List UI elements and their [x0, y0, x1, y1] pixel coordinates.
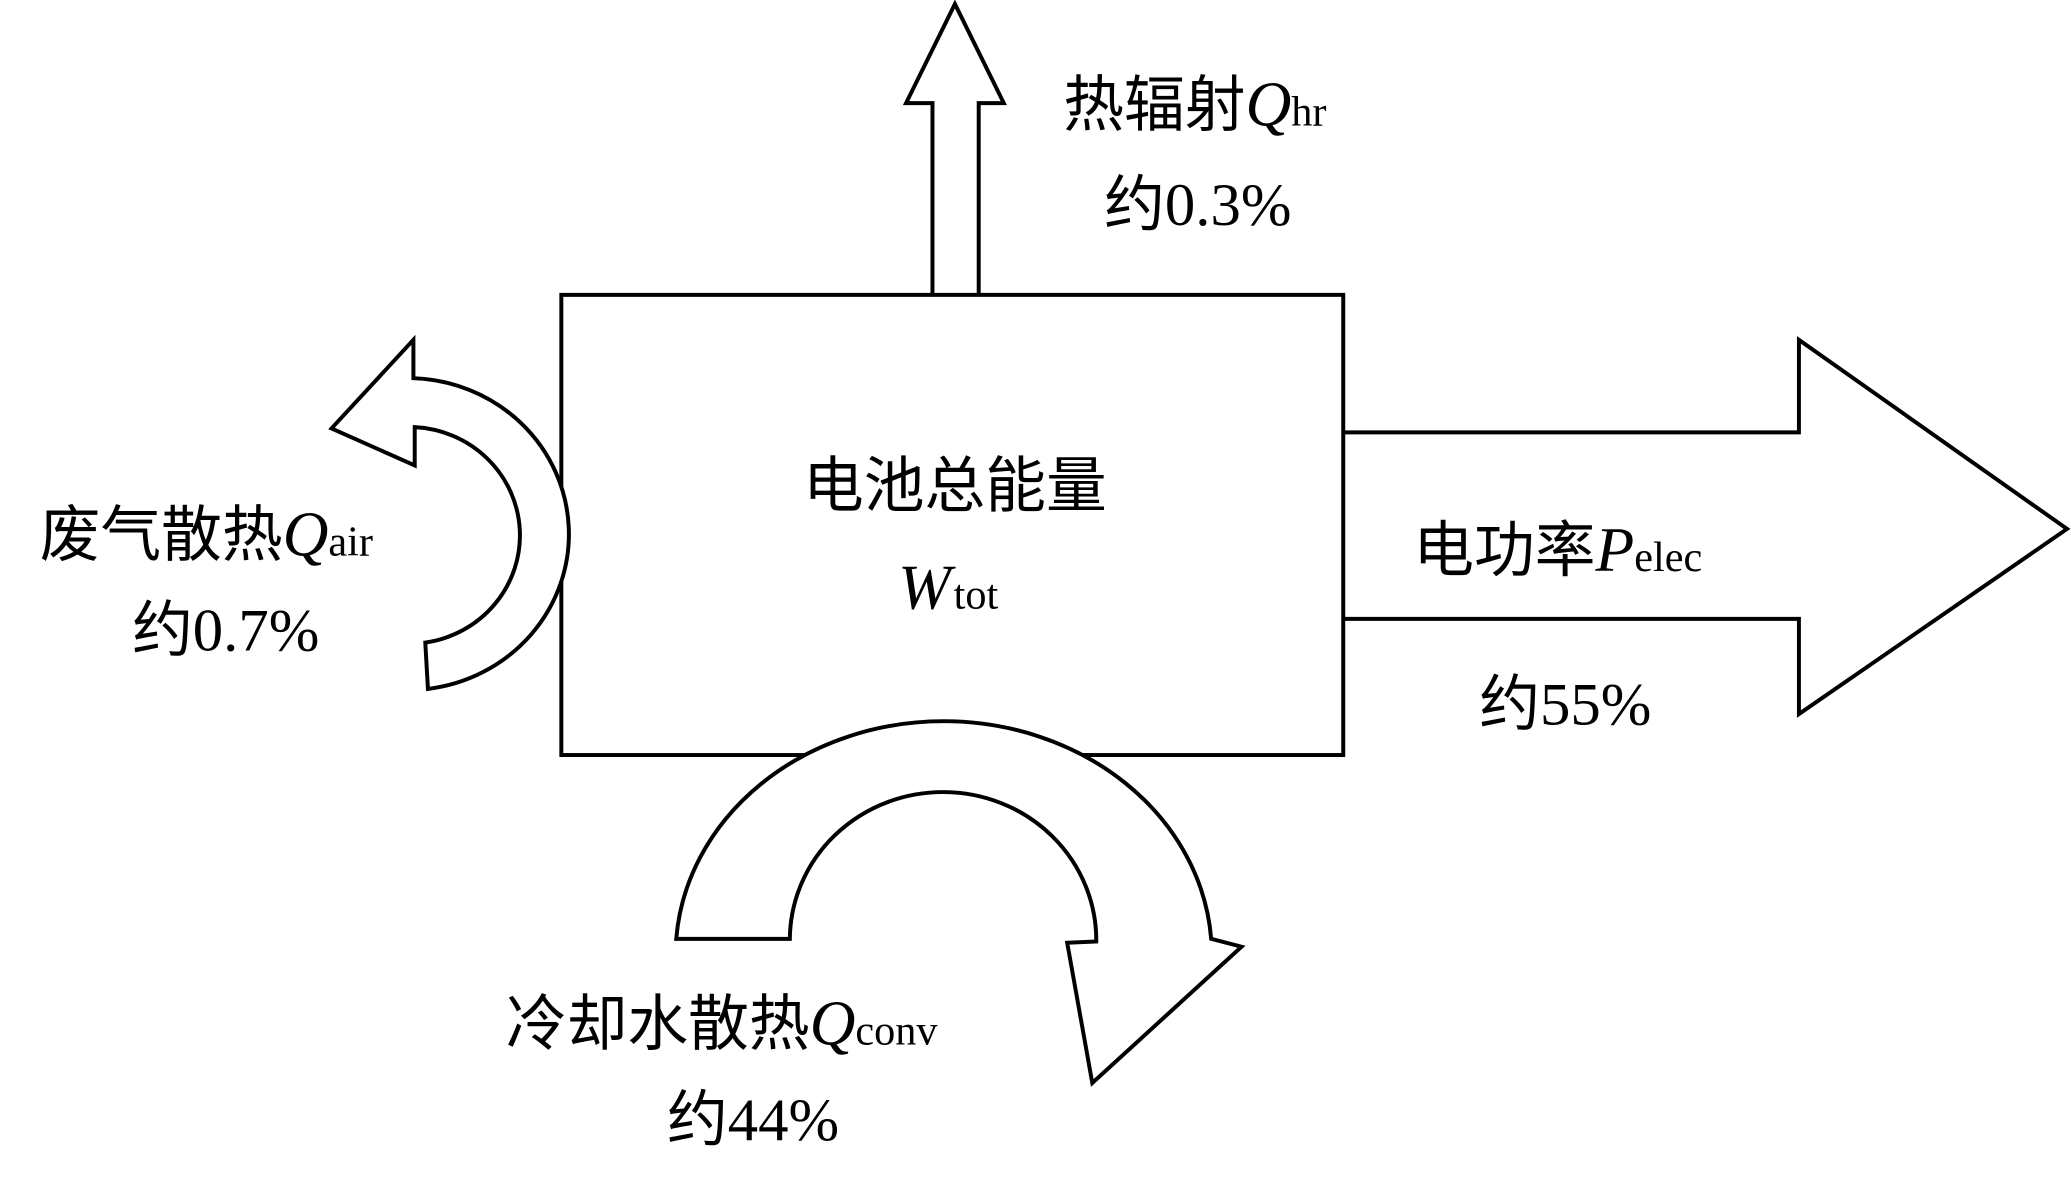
- battery-total-energy-box: [559, 292, 1346, 758]
- radiation-label: 热辐射Qhr: [1063, 69, 1326, 140]
- exhaust-heat-curved-arrow: [328, 334, 571, 692]
- exhaust-label: 废气散热Qair: [40, 498, 373, 569]
- center-box-symbol: Wtot: [898, 551, 998, 622]
- electric-power-arrow: [1343, 336, 2071, 718]
- exhaust-share: 约0.7%: [132, 598, 319, 665]
- radiation-arrow: [902, 0, 1007, 295]
- coolant-label: 冷却水散热Qconv: [506, 988, 938, 1059]
- electric-power-share: 约55%: [1479, 672, 1651, 739]
- radiation-share: 约0.3%: [1104, 172, 1291, 239]
- electric-power-label: 电功率Pelec: [1413, 514, 1702, 585]
- coolant-heat-curved-arrow: [674, 719, 1246, 1087]
- center-box-label: 电池总能量: [803, 453, 1107, 520]
- coolant-share: 约44%: [667, 1087, 839, 1154]
